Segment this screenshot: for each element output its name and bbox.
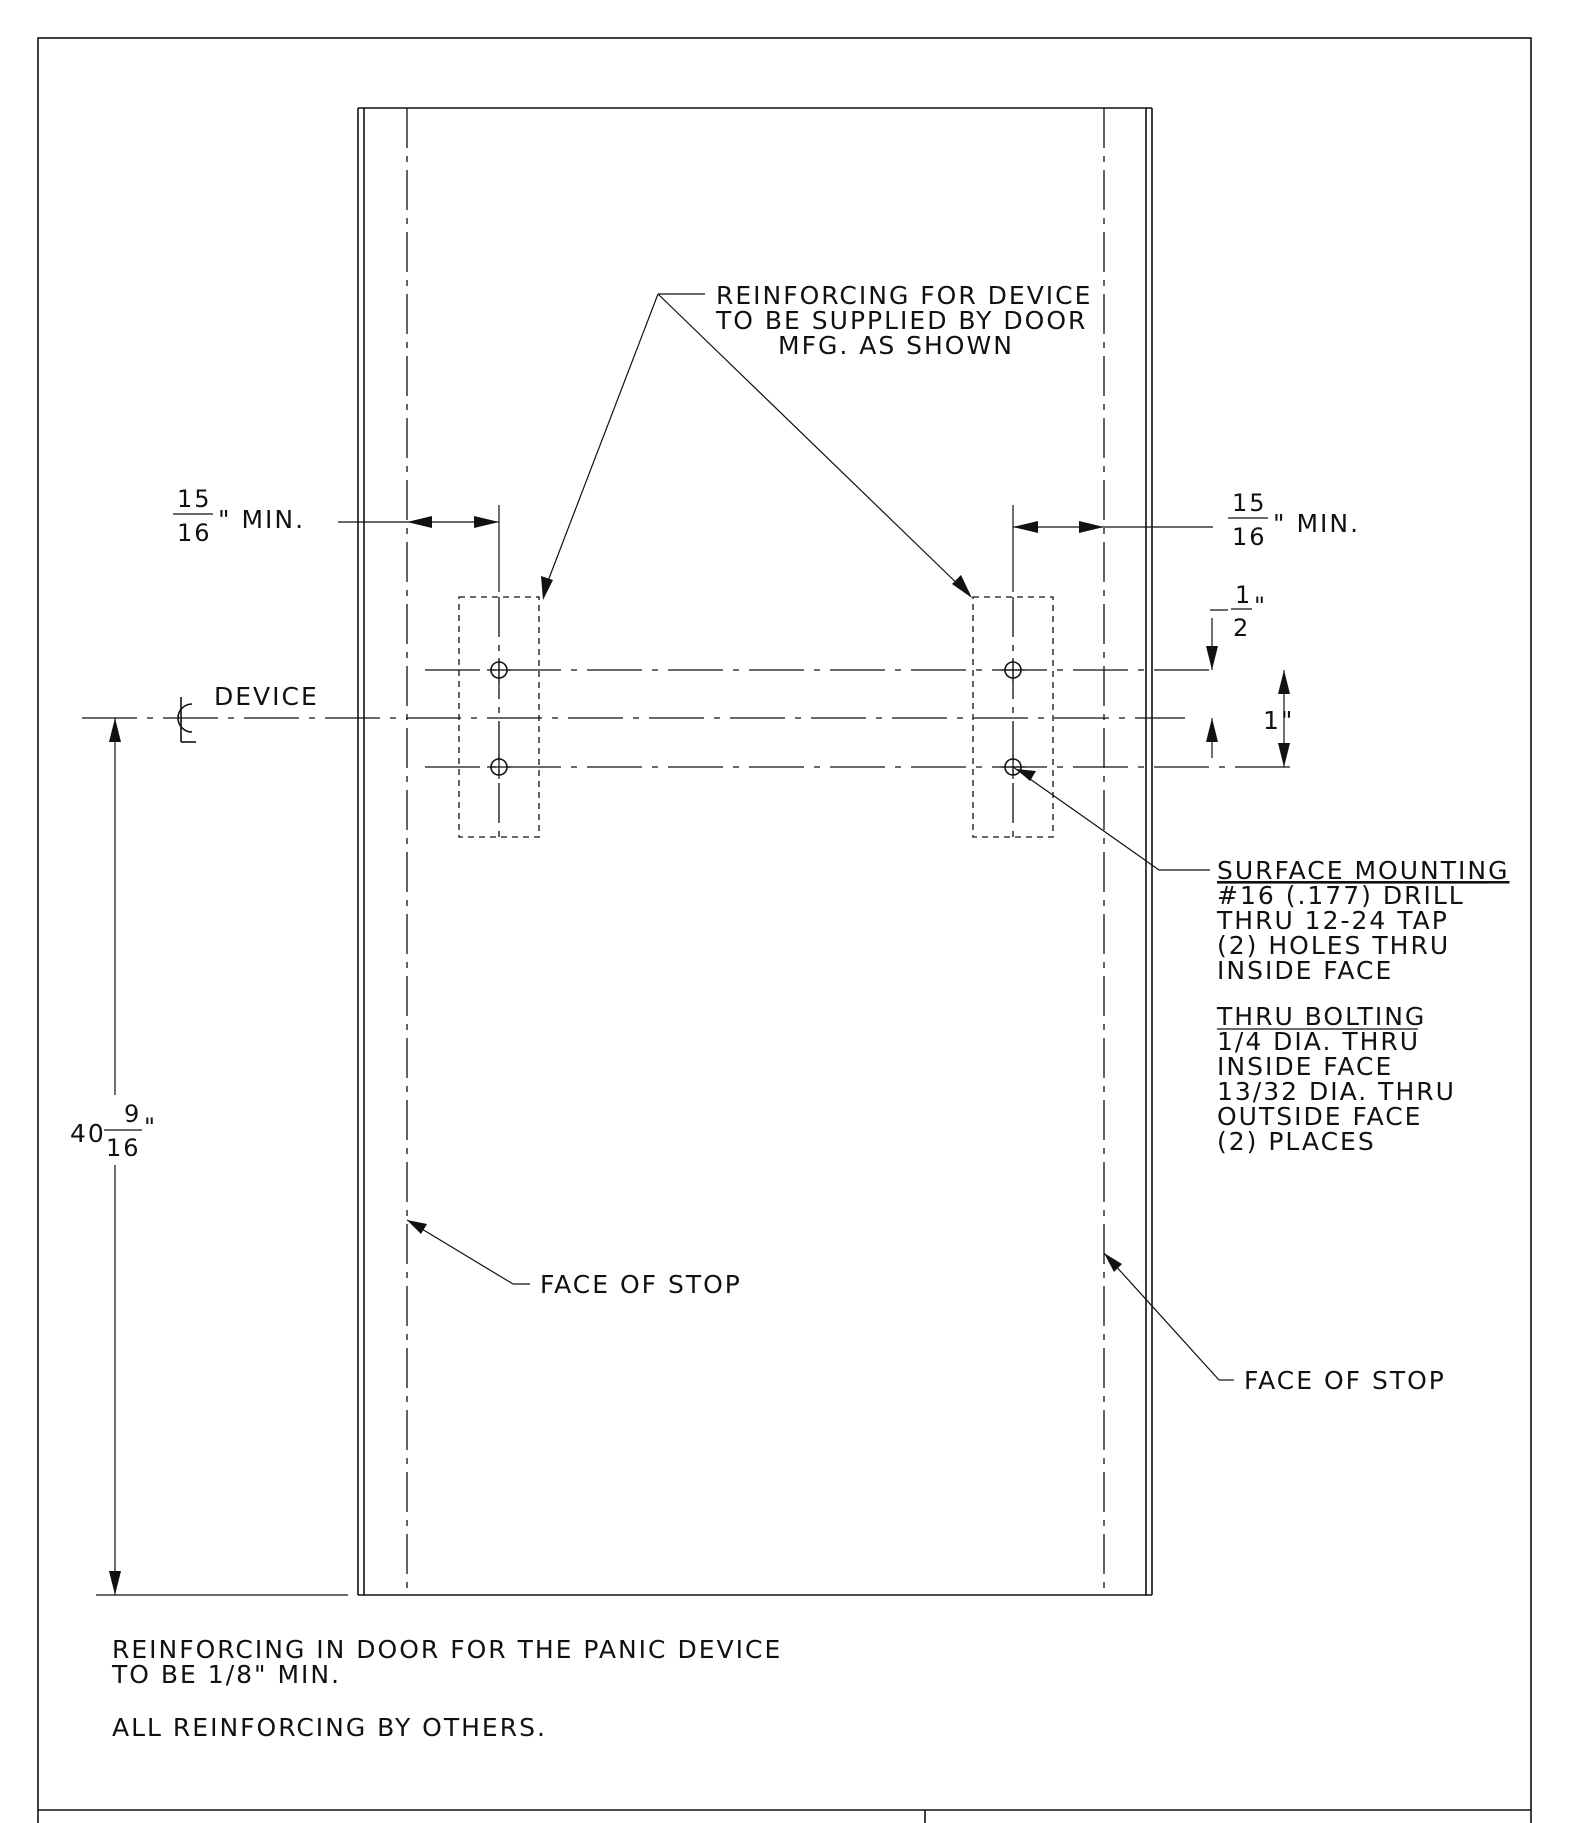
hole-right-upper [1001,658,1025,682]
right-min-numerator: 15 [1232,489,1267,517]
hole-left-lower [487,755,511,779]
height-whole: 40 [70,1119,106,1148]
vertical-hole-dimensions [1206,609,1290,767]
thru-bolting-line1: 1/4 DIA. THRU [1217,1027,1420,1056]
hole-left-upper [487,658,511,682]
left-min-dimension [338,505,500,592]
thru-bolting-line2: INSIDE FACE [1217,1052,1393,1081]
one-inch-label: 1" [1263,706,1294,735]
door-outline [357,107,1153,1596]
reinforcing-callout-line3: MFG. AS SHOWN [778,331,1014,360]
left-min-numerator: 15 [177,485,212,513]
surface-mounting-title: SURFACE MOUNTING [1217,856,1509,885]
right-min-dimension [1012,505,1213,592]
half-inch-numerator: 1 [1235,581,1252,609]
note-line2: TO BE 1/8" MIN. [111,1660,341,1689]
left-min-denominator: 16 [177,519,212,547]
sheet-border [37,37,1532,1823]
reinforcing-plate-right [972,596,1054,838]
note-line3: ALL REINFORCING BY OTHERS. [112,1713,547,1742]
thru-bolting-line5: (2) PLACES [1217,1127,1376,1156]
half-inch-denominator: 2 [1233,614,1250,642]
surface-mounting-line2: THRU 12-24 TAP [1216,906,1449,935]
thru-bolting-line4: OUTSIDE FACE [1217,1102,1422,1131]
thru-bolting-title: THRU BOLTING [1216,1002,1426,1031]
surface-mounting-leader [1012,766,1210,871]
height-denominator: 16 [106,1134,141,1162]
reinforcing-plate-left [458,596,540,838]
face-of-stop-leader-left [406,1219,530,1285]
right-min-suffix: " MIN. [1273,509,1360,538]
right-min-denominator: 16 [1232,523,1267,551]
reinforcing-callout-line2: TO BE SUPPLIED BY DOOR [715,306,1087,335]
device-label: DEVICE [214,682,319,711]
half-inch-mark: " [1254,592,1267,620]
surface-mounting-line4: INSIDE FACE [1217,956,1393,985]
surface-mounting-line1: #16 (.177) DRILL [1217,881,1465,910]
face-of-stop-leader-right [1103,1252,1234,1381]
height-dimension [96,718,348,1596]
height-numerator: 9 [124,1100,141,1128]
reinforcing-callout-line1: REINFORCING FOR DEVICE [716,281,1092,310]
left-min-suffix: " MIN. [218,505,305,534]
height-mark: " [144,1113,157,1141]
surface-mounting-line3: (2) HOLES THRU [1217,931,1450,960]
centerline-symbol [177,697,196,743]
reinforcing-leader [541,293,972,600]
thru-bolting-line3: 13/32 DIA. THRU [1217,1077,1456,1106]
face-of-stop-left-label: FACE OF STOP [540,1270,742,1299]
face-of-stop-right-label: FACE OF STOP [1244,1366,1446,1395]
note-line1: REINFORCING IN DOOR FOR THE PANIC DEVICE [112,1635,782,1664]
